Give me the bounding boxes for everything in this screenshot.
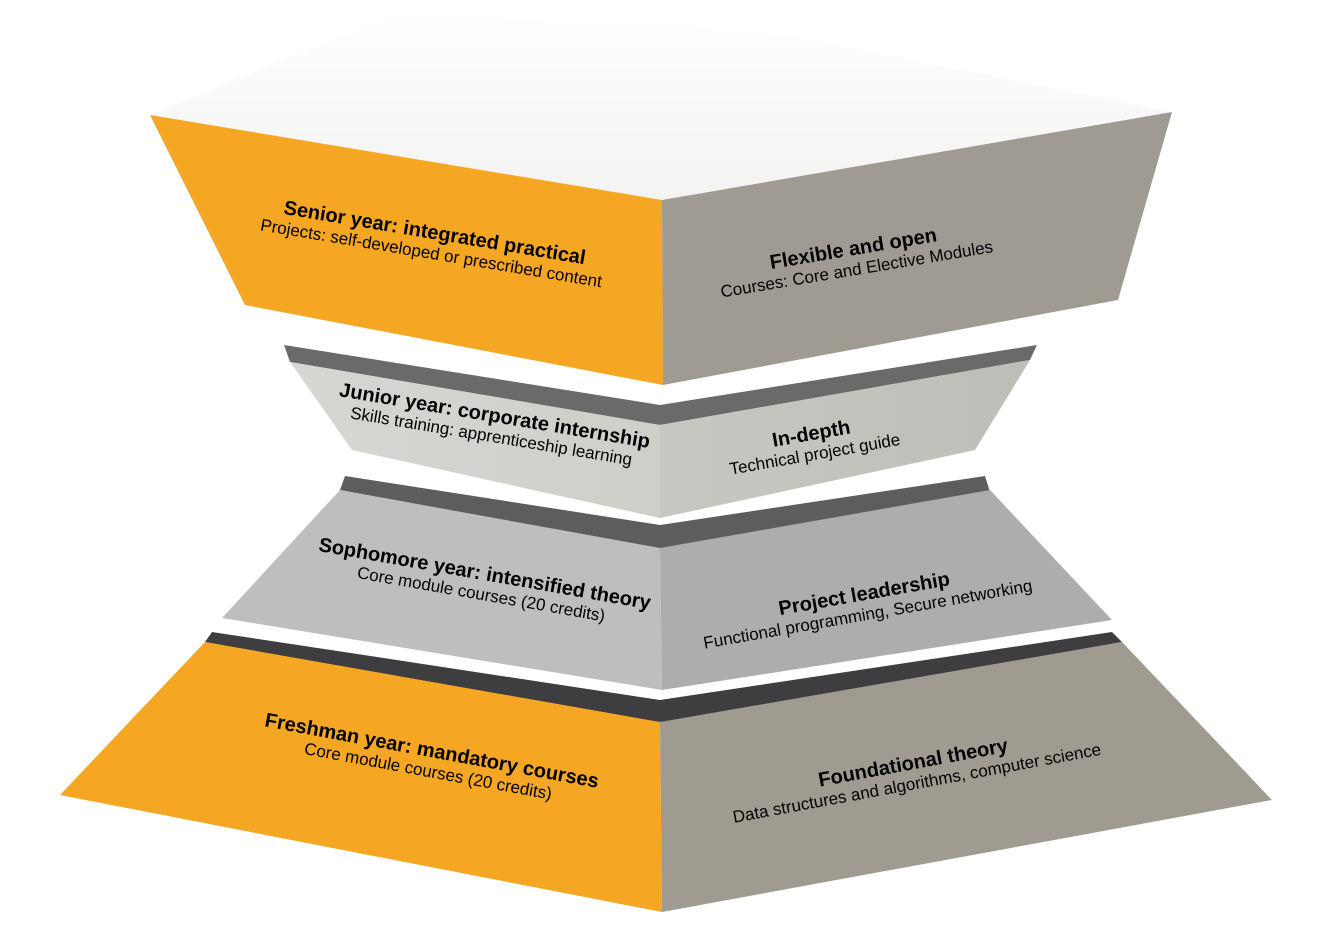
junior-layer [284,345,1037,518]
freshman-layer [60,632,1272,912]
senior-left-face [150,115,663,385]
sophomore-right-face [660,490,1112,690]
junior-top-strip [284,345,1037,425]
sophomore-layer [222,476,1112,690]
senior-layer [150,12,1172,385]
freshman-top-strip [205,632,1122,725]
junior-right-face [660,360,1030,518]
senior-right-face [662,112,1172,385]
freshman-right-face [660,642,1272,912]
senior-top-face [150,12,1172,200]
freshman-left-face [60,642,662,912]
junior-left-face [290,362,660,518]
sophomore-left-face [222,490,662,690]
